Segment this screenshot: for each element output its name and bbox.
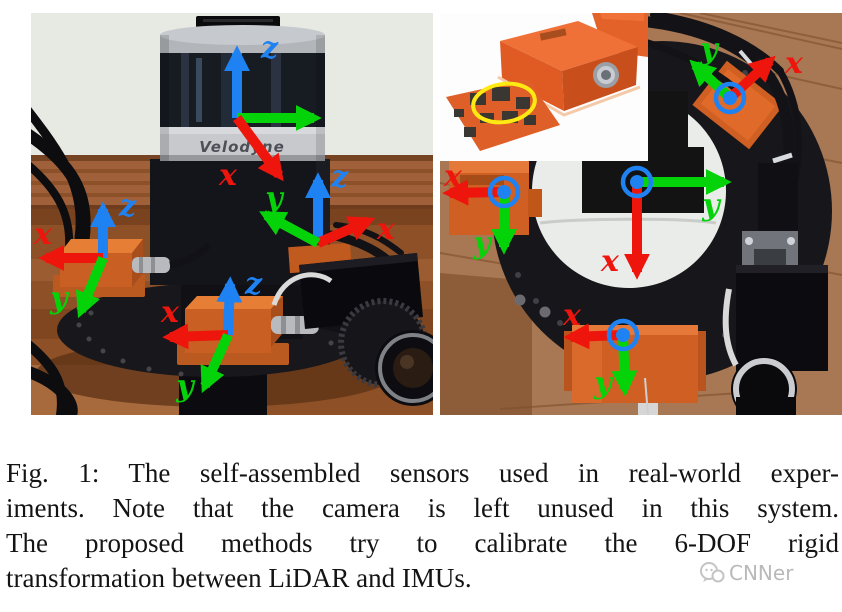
frame-topright: y x	[689, 32, 804, 115]
camera-side	[271, 253, 433, 406]
white-strip	[722, 288, 739, 367]
figure-caption: Fig. 1: The self-assembled sensors used …	[6, 456, 839, 596]
velodyne-logo-text: Velodyne	[199, 138, 285, 156]
zip-tie	[772, 152, 793, 164]
caption-line: The proposed methods try to calibrate th…	[6, 528, 839, 558]
z-out-icon	[606, 318, 640, 352]
inset-imu-box	[497, 21, 641, 117]
z-axis-label: z	[244, 267, 263, 302]
imu-left-top	[449, 161, 542, 235]
photo-top-view: y x y x x y	[440, 13, 842, 415]
highlight-ellipse	[471, 81, 537, 125]
z-out-icon	[620, 165, 654, 199]
y-axis-label: y	[49, 281, 70, 316]
camera-top	[722, 163, 828, 415]
x-axis-label: x	[33, 217, 53, 252]
photo-side-view: Velodyne	[31, 13, 433, 415]
cable-bundle-left	[31, 107, 91, 415]
x-axis-label: x	[562, 298, 582, 333]
inset-imu-pcb	[446, 79, 560, 151]
top-view-illustration: y x y x x y	[440, 13, 842, 415]
frame-center: y x	[600, 165, 732, 280]
y-axis-label: y	[175, 369, 196, 404]
white-cable	[271, 272, 333, 306]
frame-bottom: x y	[562, 298, 640, 401]
frame-lidar: z x	[218, 31, 322, 193]
caption-line: Fig. 1: The self-assembled sensors used …	[6, 458, 839, 488]
z-axis-label: z	[330, 160, 349, 195]
velcro-patch-small	[642, 91, 688, 151]
y-axis-label: y	[701, 188, 722, 223]
z-out-icon	[487, 175, 521, 209]
side-view-illustration: Velodyne	[31, 13, 433, 415]
caption-line: iments. Note that the camera is left unu…	[6, 493, 839, 523]
z-axis-label: z	[260, 31, 279, 66]
x-axis-label: x	[218, 158, 238, 193]
camera-body	[736, 265, 828, 371]
z-out-icon	[713, 81, 747, 115]
y-axis-label: y	[264, 181, 285, 216]
inset-imu-closeup	[440, 13, 648, 161]
plate-holes	[76, 310, 334, 377]
frame-middle: z x y	[259, 160, 396, 248]
z-axis-label: z	[118, 189, 137, 224]
x-axis-label: x	[443, 159, 463, 194]
frame-imu-bottom: z x y	[160, 267, 263, 404]
floor-shadow	[440, 273, 532, 415]
chat-bubbles-icon	[700, 562, 725, 583]
x-axis-label: x	[784, 46, 804, 81]
x-axis-label: x	[600, 244, 620, 279]
frame-left: x y	[442, 159, 521, 261]
velodyne-lidar: Velodyne	[160, 16, 325, 161]
x-axis-label: x	[160, 295, 180, 330]
y-axis-label: y	[593, 366, 614, 401]
y-axis-label: y	[699, 32, 720, 67]
watermark-text: CNNer	[729, 561, 794, 585]
watermark: CNNer	[699, 561, 793, 585]
y-axis-label: y	[472, 226, 493, 261]
x-axis-label: x	[376, 212, 396, 247]
frame-imu-left: z x y	[33, 189, 137, 319]
caption-line: transformation between LiDAR and IMUs.	[6, 563, 472, 593]
